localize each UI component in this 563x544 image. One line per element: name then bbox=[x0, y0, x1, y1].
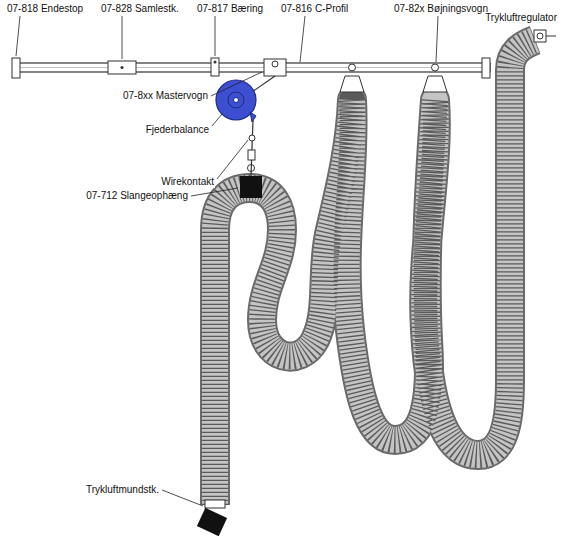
pressure-regulator bbox=[534, 30, 546, 42]
bend-trolley-wheel bbox=[349, 64, 356, 71]
part-label: 07-817 Bæring bbox=[196, 3, 264, 15]
joint-screw bbox=[121, 66, 124, 69]
leader-line bbox=[191, 188, 238, 196]
c-profile-rail bbox=[15, 63, 490, 72]
wire-swivel bbox=[248, 150, 255, 160]
hose bbox=[215, 40, 535, 505]
part-label: Wirekontakt bbox=[160, 176, 215, 188]
hose-hanger bbox=[240, 176, 262, 198]
regulator-dial bbox=[537, 33, 543, 39]
leader-line bbox=[436, 16, 438, 62]
part-label: 07-712 Slangeophæng bbox=[85, 190, 189, 202]
leader-line bbox=[211, 72, 262, 96]
air-nozzle bbox=[197, 508, 227, 536]
part-label: 07-828 Samlestk. bbox=[100, 3, 180, 15]
wire bbox=[251, 120, 253, 176]
part-label: 07-818 Endestop bbox=[6, 3, 84, 15]
bend-trolley bbox=[340, 76, 364, 92]
leader-line bbox=[215, 16, 216, 56]
leader-line bbox=[16, 16, 20, 56]
balancer-axle bbox=[234, 98, 239, 103]
balancer-hub bbox=[228, 92, 244, 108]
wire-hook bbox=[248, 165, 255, 172]
trolley-wheel bbox=[272, 61, 278, 67]
part-label: Trykluftregulator bbox=[484, 12, 558, 24]
trolley-hanger bbox=[252, 76, 275, 92]
hose-outline bbox=[215, 40, 535, 505]
leader-line bbox=[162, 490, 203, 506]
part-label: 07-82x Bøjningsvogn bbox=[393, 3, 489, 15]
bend-trolley-wheel bbox=[432, 64, 439, 71]
leader-line bbox=[300, 16, 305, 62]
leader-line bbox=[212, 114, 222, 126]
part-label: 07-8xx Mastervogn bbox=[122, 90, 209, 102]
hose-ribs bbox=[215, 40, 535, 505]
rail-groove bbox=[15, 67, 490, 68]
part-label: 07-816 C-Profil bbox=[280, 3, 349, 15]
hose-body bbox=[215, 40, 535, 505]
nozzle-fitting bbox=[205, 500, 225, 508]
bend-trolley bbox=[423, 76, 447, 92]
end-stop bbox=[12, 58, 20, 78]
end-stop bbox=[482, 58, 490, 78]
joint-piece bbox=[108, 61, 136, 74]
wire-contact bbox=[249, 135, 255, 141]
leader-line bbox=[217, 140, 248, 179]
bearing bbox=[211, 58, 219, 76]
bearing-bolt bbox=[214, 61, 217, 64]
master-trolley bbox=[264, 59, 286, 76]
part-label: Fjederbalance bbox=[145, 124, 210, 136]
part-label: Trykluftmundstk. bbox=[85, 484, 160, 496]
regulator-pipe bbox=[546, 36, 556, 37]
leader-lines bbox=[16, 16, 438, 506]
leader-line bbox=[122, 16, 123, 59]
